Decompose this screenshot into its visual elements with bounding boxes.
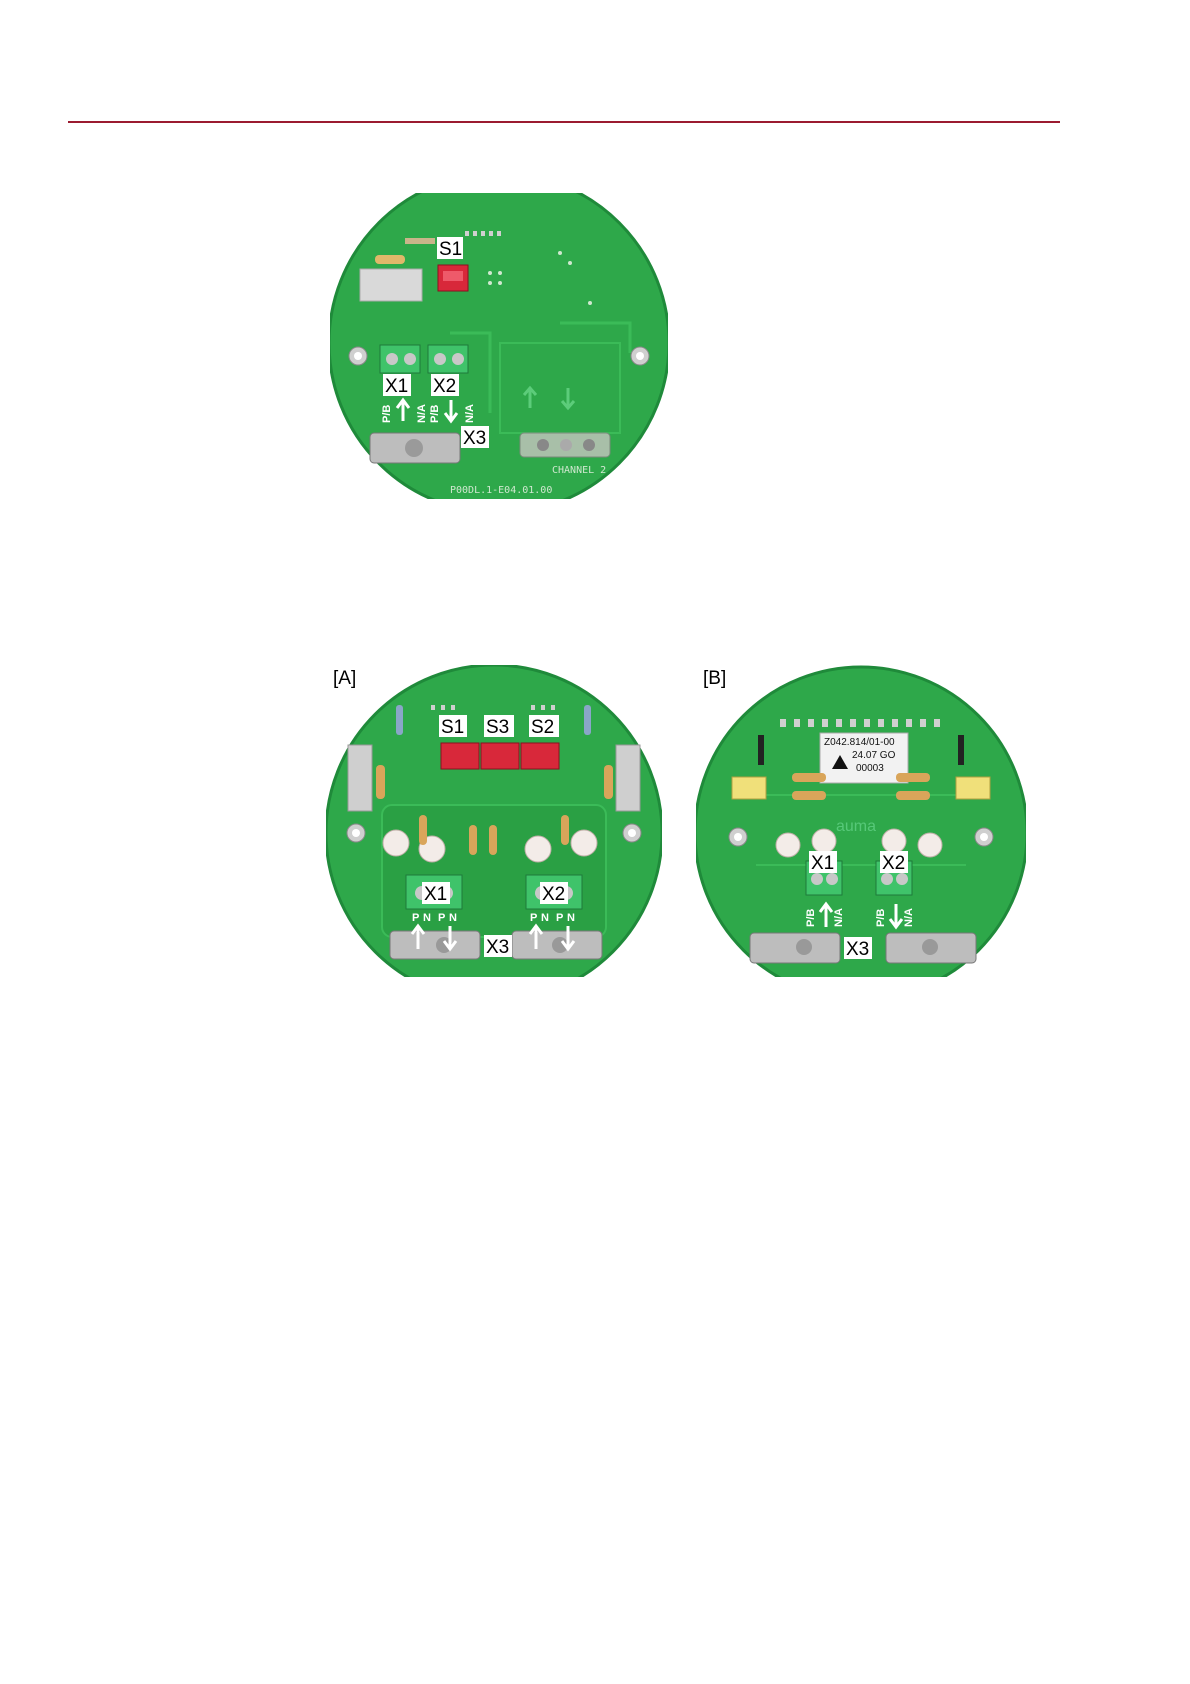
label-p-4: P bbox=[556, 912, 563, 924]
label-x1: X1 bbox=[385, 376, 408, 397]
label-s1: S1 bbox=[439, 239, 462, 260]
label-pb-2: P/B bbox=[429, 405, 441, 423]
label-pb-1: P/B bbox=[805, 909, 817, 927]
board-1-photo: CHANNEL 2 P00DL.1-E04.01.00 S1 X1 X2 X3 … bbox=[330, 193, 668, 499]
label-p-1: P bbox=[412, 912, 419, 924]
label-n-1: N bbox=[423, 912, 431, 924]
figure-2a-board: S1 S3 S2 X1 X2 X3 P N P N P N P N bbox=[326, 665, 662, 977]
label-x1: X1 bbox=[424, 884, 447, 905]
label-na-1: N/A bbox=[416, 404, 428, 423]
label-n-4: N bbox=[567, 912, 575, 924]
label-s2: S2 bbox=[531, 717, 554, 738]
label-x3: X3 bbox=[846, 939, 869, 960]
chip-line-3: 00003 bbox=[856, 763, 884, 774]
header-rule bbox=[68, 121, 1060, 123]
label-na-2: N/A bbox=[903, 908, 915, 927]
board-2a-photo: S1 S3 S2 X1 X2 X3 P N P N P N P N bbox=[326, 665, 662, 977]
label-p-3: P bbox=[530, 912, 537, 924]
chip-line-2: 24.07 GO bbox=[852, 750, 896, 761]
label-x3: X3 bbox=[463, 428, 486, 449]
board-2b-photo: Z042.814/01-00 24.07 GO 00003 auma bbox=[696, 665, 1026, 977]
figure-1-board: CHANNEL 2 P00DL.1-E04.01.00 S1 X1 X2 X3 … bbox=[330, 193, 668, 499]
label-p-2: P bbox=[438, 912, 445, 924]
label-na-1: N/A bbox=[833, 908, 845, 927]
label-n-3: N bbox=[541, 912, 549, 924]
brand-auma: auma bbox=[836, 818, 876, 835]
label-n-2: N bbox=[449, 912, 457, 924]
label-x1: X1 bbox=[811, 853, 834, 874]
label-x2: X2 bbox=[433, 376, 456, 397]
label-s3: S3 bbox=[486, 717, 509, 738]
label-x2: X2 bbox=[882, 853, 905, 874]
label-na-2: N/A bbox=[464, 404, 476, 423]
label-pb-2: P/B bbox=[875, 909, 887, 927]
label-pb-1: P/B bbox=[381, 405, 393, 423]
label-x3: X3 bbox=[486, 937, 509, 958]
silk-part-number: P00DL.1-E04.01.00 bbox=[450, 485, 552, 496]
silk-channel-2: CHANNEL 2 bbox=[552, 465, 606, 476]
label-x2: X2 bbox=[542, 884, 565, 905]
figure-2b-board: Z042.814/01-00 24.07 GO 00003 auma bbox=[696, 665, 1026, 977]
label-s1: S1 bbox=[441, 717, 464, 738]
chip-line-1: Z042.814/01-00 bbox=[824, 737, 895, 748]
